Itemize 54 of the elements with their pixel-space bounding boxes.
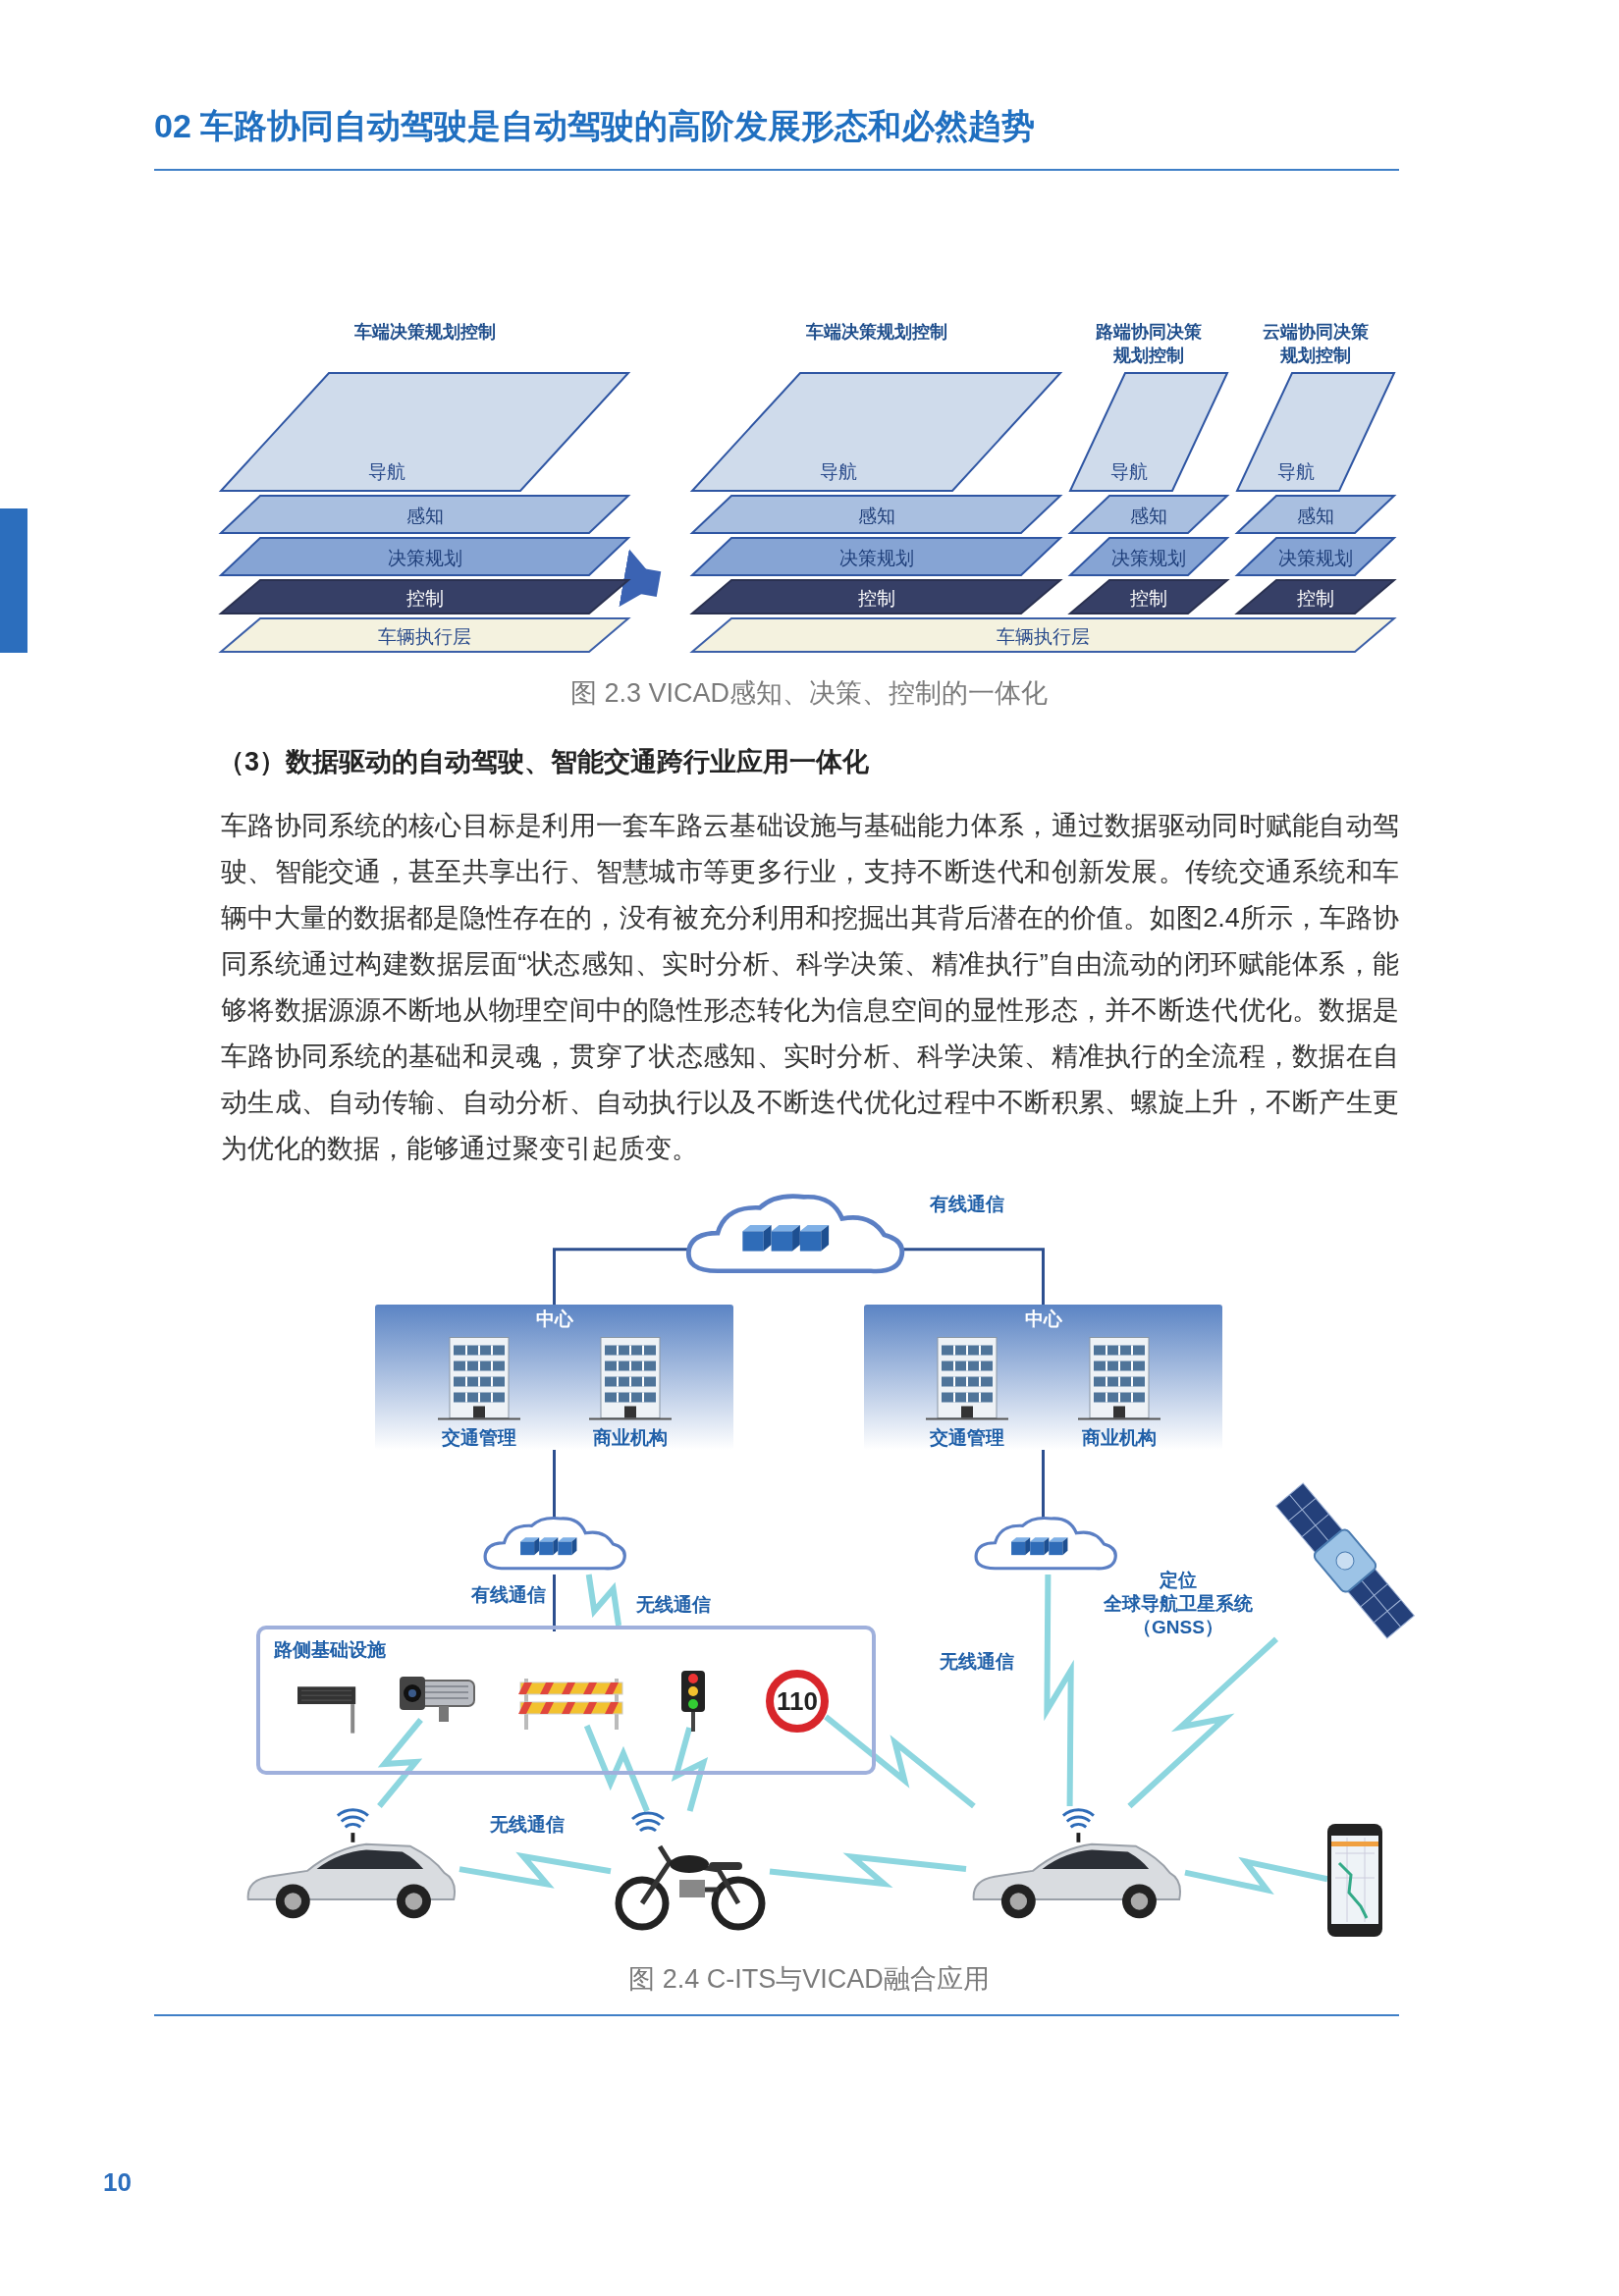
sign-number: 110 bbox=[777, 1685, 818, 1717]
body-paragraph: 车路协同系统的核心目标是利用一套车路云基础设施与基础能力体系，通过数据驱动同时赋能自动驾驶、智能交通，甚至共享出行、智慧城市等更多行业，支持不断迭代和创新发展。传统交通系统和车辆中大量的数据都是隐性存在的，没有被充分利用和挖掘出其背后潜在的价值。如图2.4所示，车路协同系统通过构建数据层面“状态感知、实时分析、科学决策、精准执行”自由流动的闭环赋能体系，能够将数据源源不断地从物理空间中的隐性形态转化为信息空间的显性形态，并不断迭代优化。数据是车路协同系统的基础和灵魂，贯穿了状态感知、实时分析、科学决策、精准执行的全流程，数据在自动生成、自动传输、自动分析、自动执行以及不断迭代优化过程中不断积累、螺旋上升，不断产生更为优化的数据，能够通过聚变引起质变。 bbox=[221, 810, 1399, 1165]
layer-label: 感知 bbox=[857, 504, 895, 528]
satellite-caption: 全球导航卫星系统（GNSS） bbox=[1103, 1592, 1254, 1639]
layer-label: 感知 bbox=[1130, 504, 1167, 528]
stack-heading: 云端协同决策规划控制 bbox=[1262, 321, 1370, 367]
layer-label: 控制 bbox=[857, 586, 895, 611]
cable-line bbox=[553, 1575, 556, 1631]
lightning-bolt bbox=[459, 1851, 612, 1889]
lightning-bolt bbox=[585, 1574, 622, 1627]
lightning-bolt bbox=[671, 1727, 709, 1812]
building-label: 商业机构 bbox=[593, 1426, 668, 1450]
layer-label: 控制 bbox=[1297, 586, 1334, 611]
layer-label: 决策规划 bbox=[387, 546, 462, 570]
page-number: 10 bbox=[103, 2167, 132, 2198]
section-heading: （3）数据驱动的自动驾驶、智能交通跨行业应用一体化 bbox=[218, 746, 870, 778]
stack-heading: 车端决策规划控制 bbox=[353, 321, 496, 344]
layer-label: 决策规划 bbox=[838, 546, 914, 570]
layer-label: 车辆执行层 bbox=[997, 624, 1090, 649]
satellite-caption: 定位 bbox=[1159, 1569, 1198, 1592]
lightning-bolt bbox=[769, 1852, 967, 1889]
layer-label: 车辆执行层 bbox=[378, 624, 471, 649]
building-label: 交通管理 bbox=[442, 1426, 516, 1450]
panel-heading: 中心 bbox=[535, 1308, 573, 1331]
center-panel bbox=[864, 1305, 1222, 1450]
roadside-frame bbox=[256, 1626, 876, 1775]
layer-label: 导航 bbox=[368, 460, 405, 484]
lightning-bolt bbox=[824, 1714, 976, 1809]
layer-label: 决策规划 bbox=[1278, 546, 1353, 570]
stack-heading: 路端协同决策规划控制 bbox=[1095, 321, 1203, 367]
page-header-title: 02 车路协同自动驾驶是自动驾驶的高阶发展形态和必然趋势 bbox=[154, 106, 1036, 146]
layer-label: 导航 bbox=[1110, 460, 1149, 484]
lightning-bolt bbox=[1044, 1575, 1074, 1807]
cable-line bbox=[553, 1248, 687, 1305]
layer-label: 控制 bbox=[1130, 586, 1167, 611]
center-panel bbox=[375, 1305, 733, 1450]
layer-label: 导航 bbox=[820, 460, 857, 484]
layer-label: 感知 bbox=[405, 504, 444, 528]
layer-label: 决策规划 bbox=[1111, 546, 1186, 570]
panel-heading: 中心 bbox=[1024, 1308, 1062, 1331]
lightning-bolt bbox=[1127, 1636, 1279, 1809]
group-heading: 路侧基础设施 bbox=[274, 1638, 386, 1662]
layer-label: 感知 bbox=[1297, 504, 1334, 528]
building-label: 交通管理 bbox=[930, 1426, 1004, 1450]
layer-label: 导航 bbox=[1277, 460, 1316, 484]
stack-heading: 车端决策规划控制 bbox=[805, 321, 947, 344]
block-arrow bbox=[619, 549, 662, 608]
layer-label: 控制 bbox=[405, 586, 444, 611]
lightning-bolt bbox=[1184, 1856, 1328, 1895]
lightning-bolt bbox=[377, 1718, 423, 1808]
figure-caption: 图 2.3 VICAD感知、决策、控制的一体化 bbox=[569, 677, 1049, 710]
lightning-bolt bbox=[583, 1724, 650, 1813]
figure-caption: 图 2.4 C-ITS与VICAD融合应用 bbox=[628, 1963, 990, 1996]
building-label: 商业机构 bbox=[1082, 1426, 1157, 1450]
